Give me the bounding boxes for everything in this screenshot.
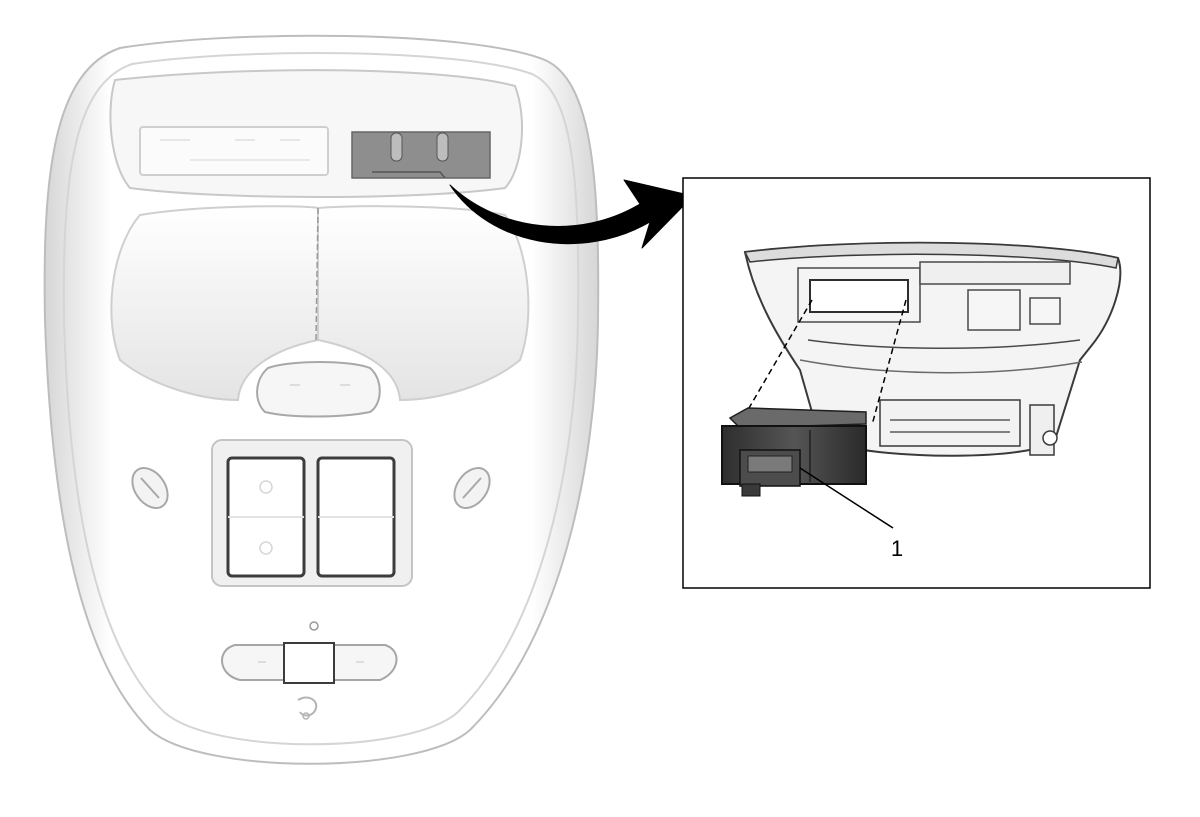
highlight-edge — [372, 171, 446, 179]
highlight-button — [436, 132, 449, 162]
opening-bezel — [797, 267, 921, 323]
lens-divider — [315, 207, 319, 341]
detail-switch-opening — [809, 279, 909, 313]
bottom-center-button — [283, 642, 335, 684]
detail-fastener — [1042, 430, 1058, 446]
detail-clip — [1029, 297, 1061, 325]
detail-connector-block — [967, 289, 1021, 331]
detail-housing-lip — [743, 242, 1119, 269]
detail-arrow — [449, 179, 694, 249]
highlight-button — [390, 132, 403, 162]
detail-rib-curve — [799, 359, 1083, 374]
rocker-symbol-icon — [259, 541, 273, 555]
detail-inset: 1 — [682, 177, 1151, 589]
detail-harness-tray — [879, 399, 1021, 447]
indicator-lamp — [309, 621, 319, 631]
switch-module — [721, 407, 867, 497]
install-guide-line — [741, 299, 813, 421]
callout-1-label: 1 — [891, 536, 903, 561]
info-display-panel — [139, 126, 329, 176]
detail-rib-curve — [807, 339, 1081, 350]
onstar-symbol-dot — [302, 712, 310, 720]
detail-rib — [919, 261, 1071, 285]
rocker-symbol-icon — [259, 480, 273, 494]
switch-module-location-highlight — [351, 131, 491, 179]
console-inner-rim — [62, 52, 580, 746]
left-dial-mark — [140, 477, 160, 499]
right-dial-mark — [462, 477, 482, 499]
right-lamp-lens — [317, 205, 530, 402]
detail-bracket — [1029, 404, 1055, 456]
left-lamp-lens — [110, 205, 319, 402]
install-guide-line — [871, 299, 907, 426]
callout-1-leader — [799, 467, 894, 529]
overhead-console-overview — [43, 34, 600, 765]
center-lamp-switch — [256, 361, 381, 418]
switch-module-tab — [741, 483, 761, 497]
onstar-symbol-icon — [297, 696, 318, 717]
switch-module-latch — [747, 455, 793, 473]
